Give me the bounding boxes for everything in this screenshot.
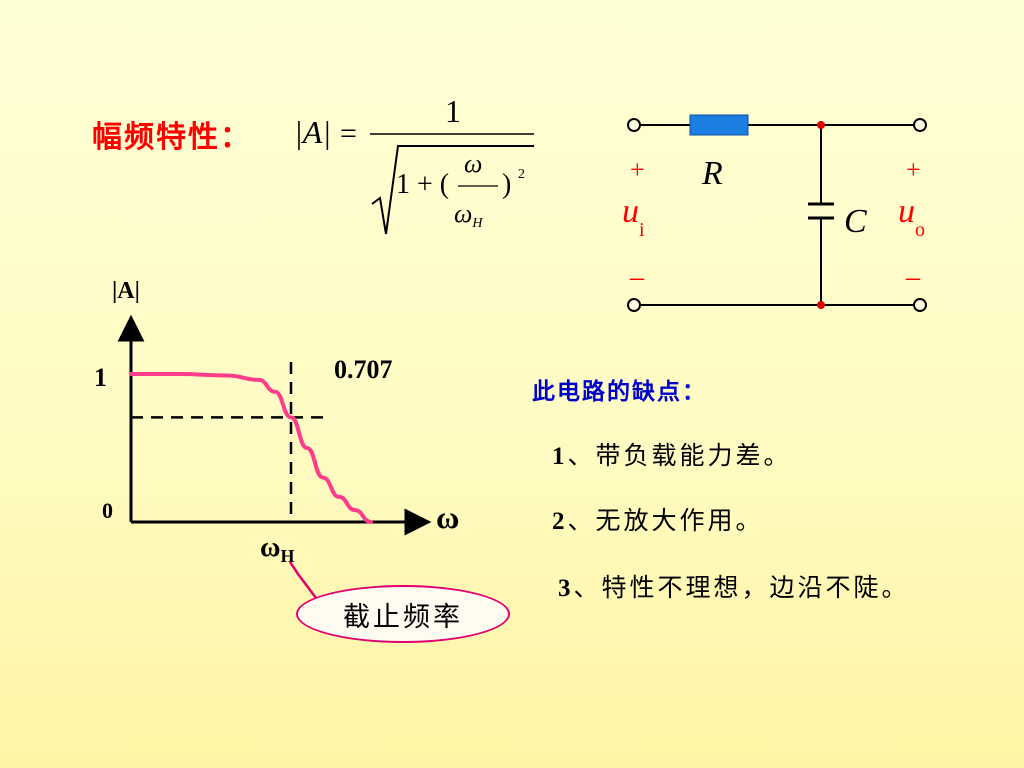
formula-numerator: 1 bbox=[445, 93, 461, 129]
formula-lhs: |A| bbox=[294, 114, 331, 150]
callout-leader bbox=[288, 561, 317, 599]
input-voltage-label: ui bbox=[622, 193, 645, 241]
input-plus-sign: + bbox=[630, 155, 645, 184]
output-terminal-bottom bbox=[913, 298, 927, 312]
capacitor-label: C bbox=[844, 203, 867, 240]
drawback-item-3: 3、特性不理想，边沿不陡。 bbox=[558, 573, 910, 602]
drawback-item-2: 2、无放大作用。 bbox=[552, 506, 764, 535]
resistor-label: R bbox=[701, 155, 723, 192]
formula-omega: ω bbox=[464, 149, 482, 178]
formula-omega-h: ωH bbox=[454, 199, 483, 231]
y-axis-label: |A| bbox=[112, 278, 140, 304]
junction-dot-top bbox=[817, 121, 825, 129]
cutoff-frequency-callout: 截止频率 bbox=[296, 585, 510, 643]
formula-one-plus: 1 + ( bbox=[396, 169, 449, 200]
response-curve bbox=[129, 372, 373, 524]
input-minus-sign: – bbox=[629, 262, 645, 293]
drawbacks-title: 此电路的缺点： bbox=[532, 379, 707, 405]
cutoff-x-label: ωH bbox=[260, 532, 294, 566]
y-tick-label-zero: 0 bbox=[102, 498, 113, 523]
frequency-response-chart: |A| 1 0 0.707 ω ωH bbox=[94, 278, 459, 566]
y-tick-label-one: 1 bbox=[94, 363, 107, 392]
section-heading: 幅频特性： bbox=[92, 120, 252, 155]
drawback-item-1: 1、带负载能力差。 bbox=[552, 441, 792, 470]
formula-sqrt-sign bbox=[371, 145, 534, 235]
formula-close-paren: ) bbox=[502, 169, 511, 200]
output-plus-sign: + bbox=[906, 155, 921, 184]
output-minus-sign: – bbox=[905, 262, 921, 293]
magnitude-formula: |A| = 1 1 + ( ω ωH ) 2 bbox=[294, 93, 534, 235]
output-voltage-label: uo bbox=[898, 193, 925, 241]
x-axis-label: ω bbox=[436, 499, 459, 535]
rc-circuit: R C + – ui + – uo bbox=[622, 114, 927, 312]
input-terminal-top bbox=[627, 118, 641, 132]
junction-dot-bottom bbox=[817, 301, 825, 309]
formula-equals: = bbox=[340, 117, 357, 150]
annotation-0707: 0.707 bbox=[334, 355, 393, 384]
resistor bbox=[689, 114, 749, 136]
output-terminal-top bbox=[913, 118, 927, 132]
formula-exponent: 2 bbox=[518, 167, 525, 182]
input-terminal-bottom bbox=[627, 298, 641, 312]
